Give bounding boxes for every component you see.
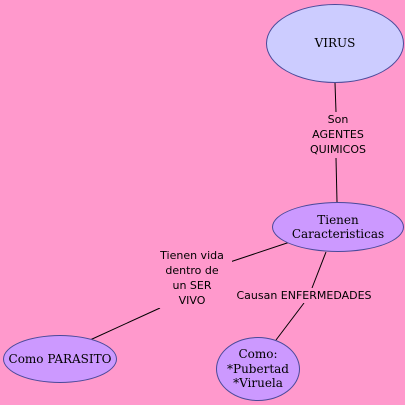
node-virus-label: VIRUS — [314, 36, 356, 51]
link-causan-line-1: Causan ENFERMEDADES — [236, 289, 372, 302]
link-label-tienen-vida: Tienen vida dentro de un SER VIVO — [152, 248, 232, 308]
line-virus-to-son — [334, 82, 337, 113]
line-son-to-tienen — [335, 157, 338, 203]
node-como-parasito: Como PARASITO — [3, 335, 117, 383]
link-son-line-3: QUIMICOS — [309, 143, 366, 156]
node-como-line-2: *Pubertad — [227, 361, 289, 376]
node-como-ejemplos: Como: *Pubertad *Viruela — [216, 337, 300, 401]
link-son-line-2: AGENTES — [312, 128, 364, 141]
line-tienen-to-vida — [229, 241, 291, 263]
link-label-causan: Causan ENFERMEDADES — [232, 288, 376, 303]
node-tienen-caracteristicas-label: Tienen Caracteristicas — [291, 212, 385, 241]
node-como-line-1: Como: — [238, 347, 278, 362]
node-como-line-3: *Viruela — [233, 376, 283, 391]
line-causan-to-como — [275, 302, 305, 341]
link-vida-line-2: dentro de — [165, 264, 219, 277]
link-son-line-1: Son — [327, 113, 349, 126]
link-label-son: Son AGENTES QUIMICOS — [296, 112, 380, 157]
node-virus: VIRUS — [266, 4, 404, 83]
link-vida-line-1: Tienen vida — [160, 249, 224, 262]
link-vida-line-4: VIVO — [178, 294, 206, 307]
node-tienen-caracteristicas: Tienen Caracteristicas — [272, 202, 404, 252]
node-como-parasito-label: Como PARASITO — [8, 351, 112, 366]
link-vida-line-3: un SER — [172, 279, 212, 292]
line-vida-to-parasito — [89, 307, 161, 341]
line-tienen-to-causan — [311, 251, 327, 289]
